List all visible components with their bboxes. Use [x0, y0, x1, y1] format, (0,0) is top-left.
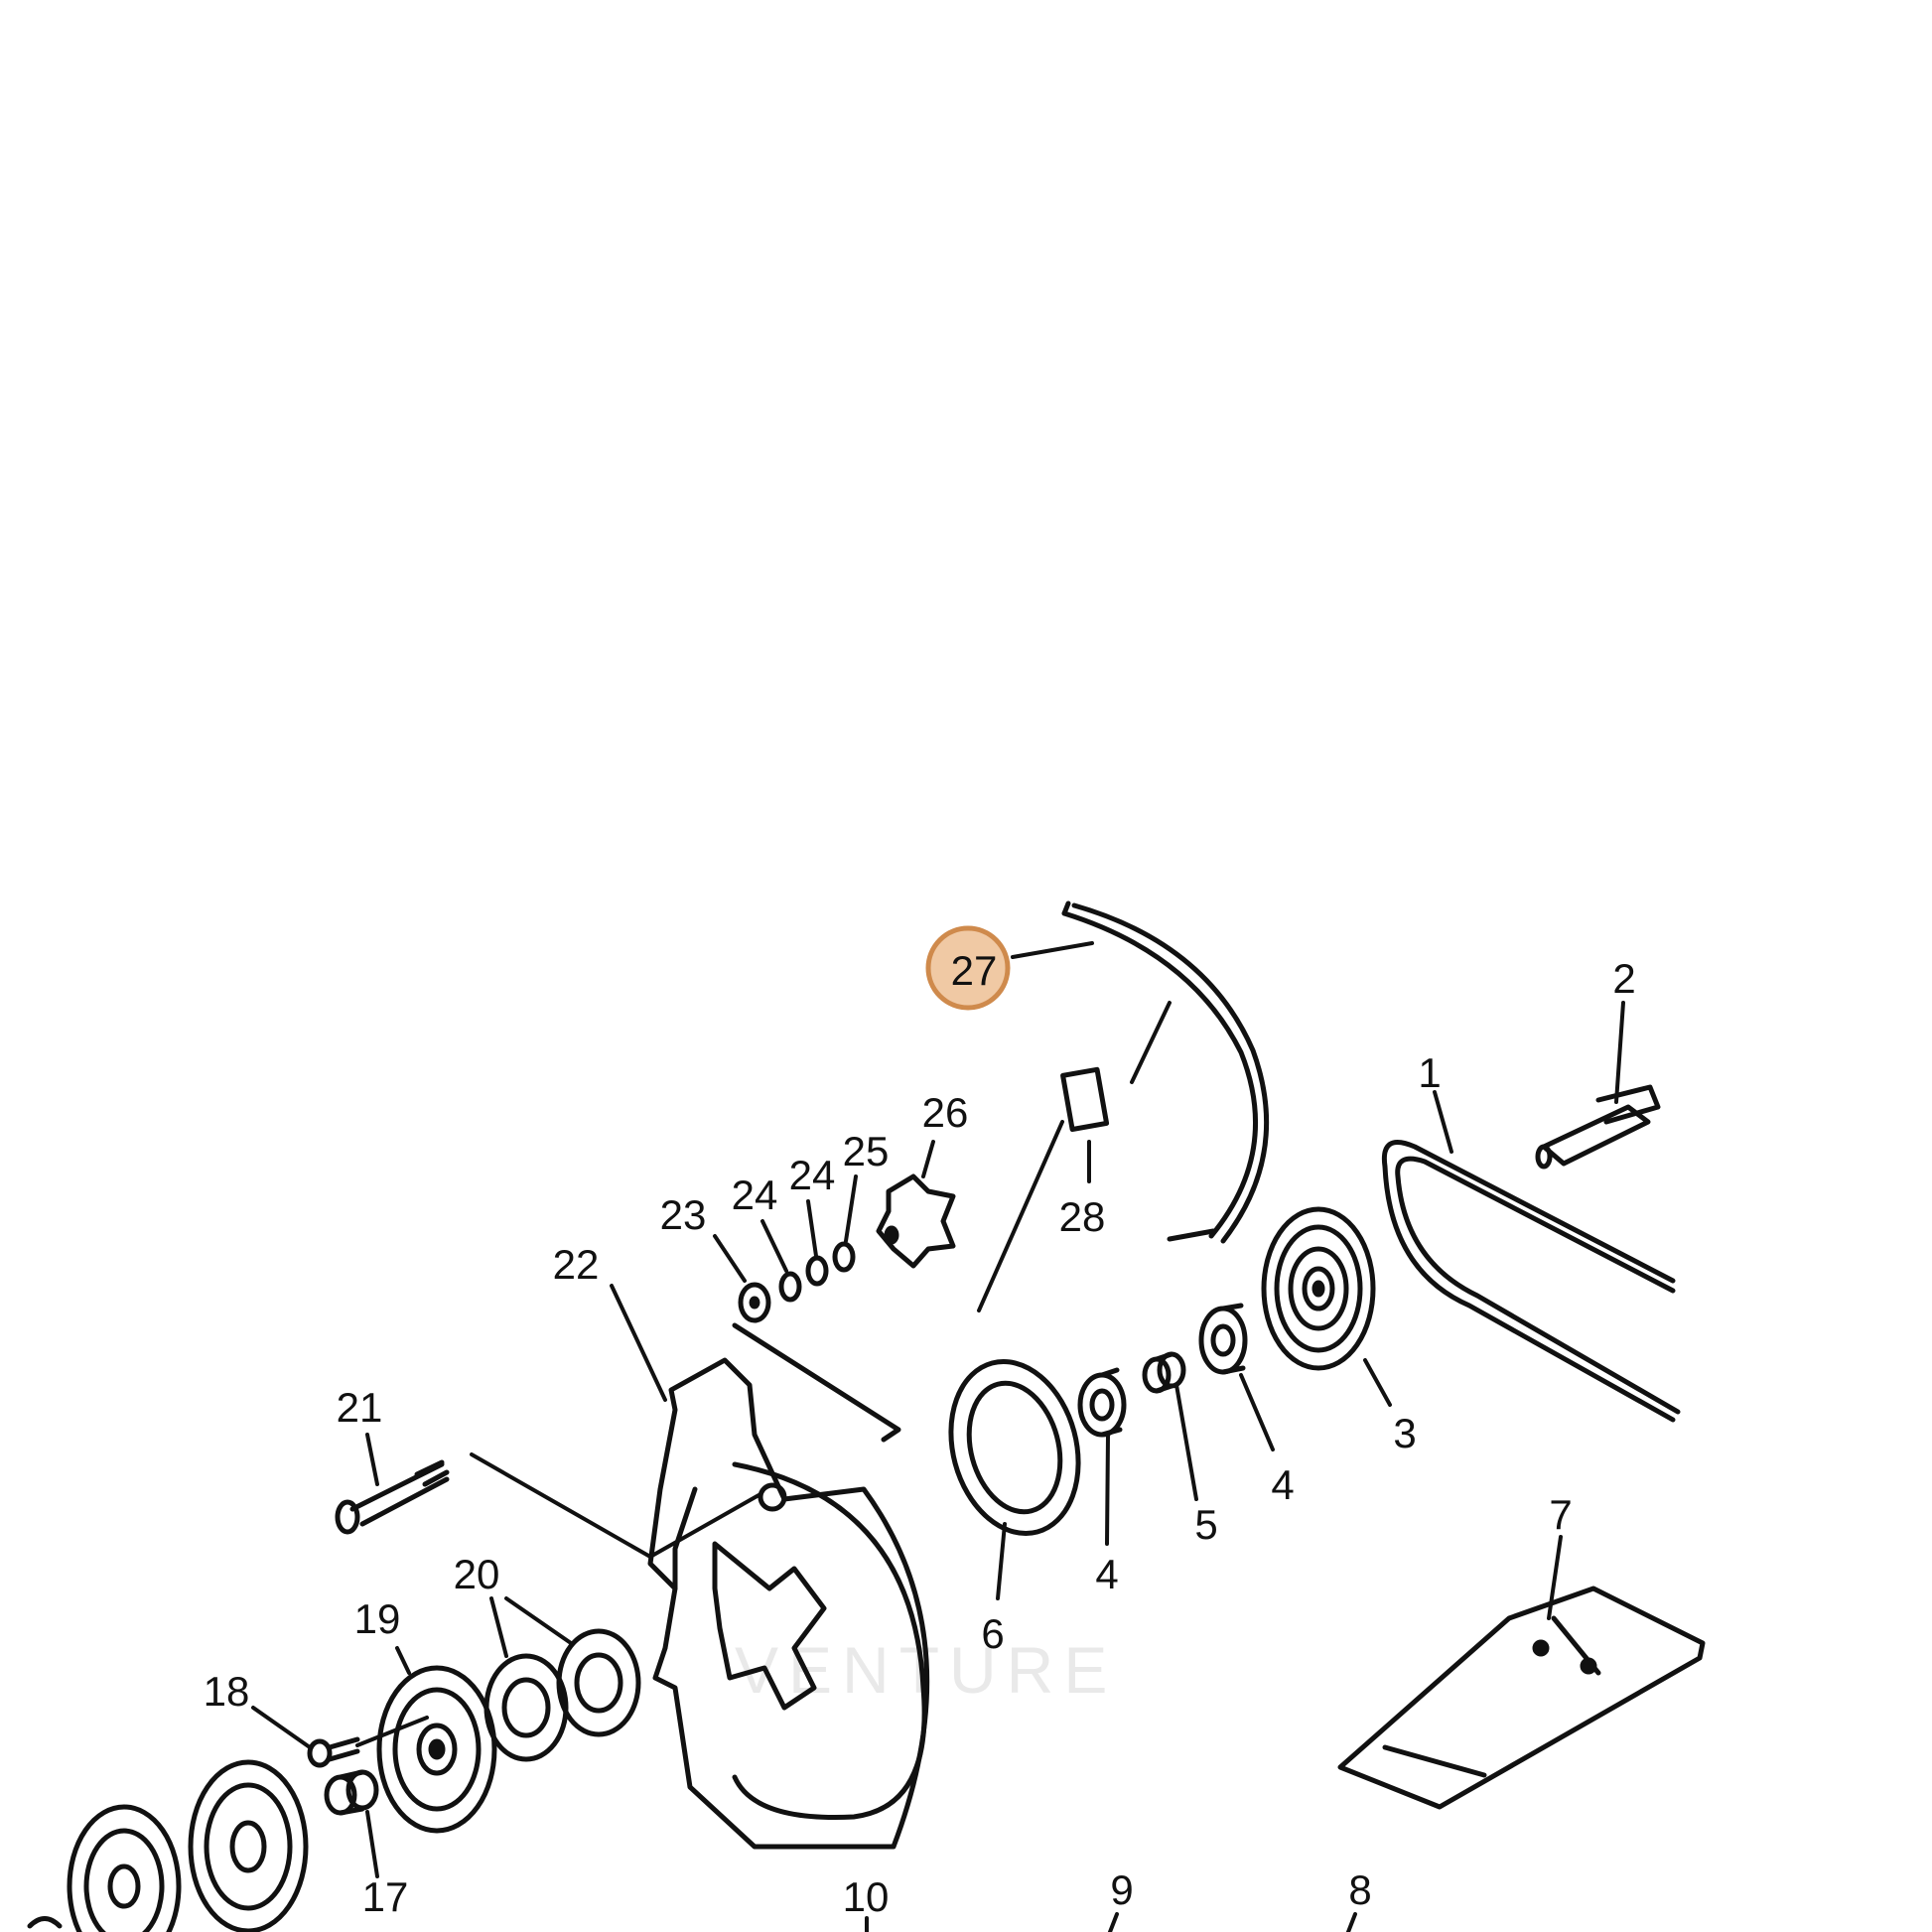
leader-27	[1011, 941, 1094, 959]
callout-19: 19	[354, 1595, 401, 1642]
part-2-shaft	[1535, 1084, 1661, 1170]
part-24a-washer	[778, 1271, 802, 1303]
leader-6	[996, 1522, 1007, 1600]
callout-25: 24	[789, 1152, 836, 1198]
callout-20: 20	[454, 1551, 500, 1597]
part-4b-bearing	[1198, 1303, 1248, 1375]
part-23-washer	[738, 1282, 771, 1323]
part-7-blade	[1337, 1586, 1706, 1810]
callout-23: 23	[660, 1191, 707, 1238]
part-1-belt	[1381, 1140, 1681, 1423]
callout-27: 27	[951, 947, 998, 994]
leader-20a	[489, 1596, 508, 1658]
callout-10: 10	[843, 1873, 890, 1920]
leader-24a	[760, 1219, 788, 1273]
leader-26	[921, 1140, 935, 1178]
part-5-spacer	[1142, 1351, 1186, 1394]
lower-pulley-c	[27, 1916, 63, 1929]
leader-24b	[844, 1174, 858, 1243]
part-21-bolt	[335, 1459, 450, 1535]
callout-1: 1	[1418, 1049, 1441, 1096]
highlight-27-circle	[925, 925, 1011, 1011]
leader-8	[1346, 1912, 1357, 1932]
callout-8: 8	[1348, 1866, 1371, 1913]
callout-6: 6	[981, 1610, 1004, 1657]
leader-22b	[470, 1452, 652, 1559]
leader-23	[713, 1234, 747, 1283]
part-19-pulley	[376, 1665, 497, 1834]
leader-4b	[1239, 1373, 1275, 1451]
callout-26: 26	[922, 1089, 969, 1136]
part-28-key	[1060, 1066, 1110, 1133]
callout-7: 7	[1549, 1491, 1572, 1538]
leader-20b	[504, 1596, 573, 1645]
callout-2: 2	[1612, 955, 1635, 1002]
leader-19	[395, 1646, 411, 1675]
callout-24a: 24	[732, 1172, 778, 1218]
leader-18	[251, 1706, 312, 1749]
callout-5: 5	[1194, 1501, 1217, 1548]
callout-21: 21	[337, 1384, 383, 1431]
part-22-housing	[647, 1322, 930, 1850]
callout-17: 17	[362, 1873, 409, 1920]
leader-21	[365, 1433, 379, 1486]
leader-2	[1614, 1001, 1625, 1104]
leader-7	[1547, 1535, 1563, 1620]
part-18-screw	[307, 1736, 360, 1768]
callout-4a: 4	[1095, 1551, 1118, 1597]
leader-9	[1108, 1912, 1119, 1932]
callout-9: 9	[1110, 1866, 1133, 1913]
leader-25	[806, 1199, 818, 1258]
leader-17	[365, 1810, 379, 1878]
leader-3	[1363, 1358, 1392, 1407]
part-20-flanges	[483, 1628, 641, 1762]
leader-22c	[648, 1492, 762, 1559]
leader-5	[1174, 1383, 1198, 1501]
leader-27b	[1130, 1001, 1172, 1084]
leader-1	[1433, 1090, 1453, 1154]
part-25-washer	[805, 1255, 829, 1287]
callout-18: 18	[204, 1668, 250, 1715]
callout-4b: 4	[1271, 1461, 1294, 1508]
part-26-knob	[876, 1173, 956, 1269]
callout-22: 22	[553, 1241, 600, 1288]
part-6-ring	[948, 1358, 1081, 1537]
lower-pulley-a	[188, 1759, 309, 1932]
leader-28b	[977, 1120, 1064, 1312]
part-3-pulley	[1261, 1206, 1376, 1371]
lower-pulley-b	[67, 1804, 182, 1932]
callout-3: 3	[1393, 1410, 1416, 1456]
leader-18b	[355, 1716, 429, 1747]
part-27-guard-strip	[1061, 900, 1270, 1244]
leader-22	[610, 1284, 667, 1402]
callout-24b: 25	[843, 1128, 890, 1174]
callout-28: 28	[1059, 1193, 1106, 1240]
leader-4a	[1105, 1433, 1110, 1546]
part-17-spacer	[324, 1769, 379, 1816]
part-24b-washer	[832, 1241, 856, 1273]
part-4a-bearing	[1077, 1367, 1127, 1438]
